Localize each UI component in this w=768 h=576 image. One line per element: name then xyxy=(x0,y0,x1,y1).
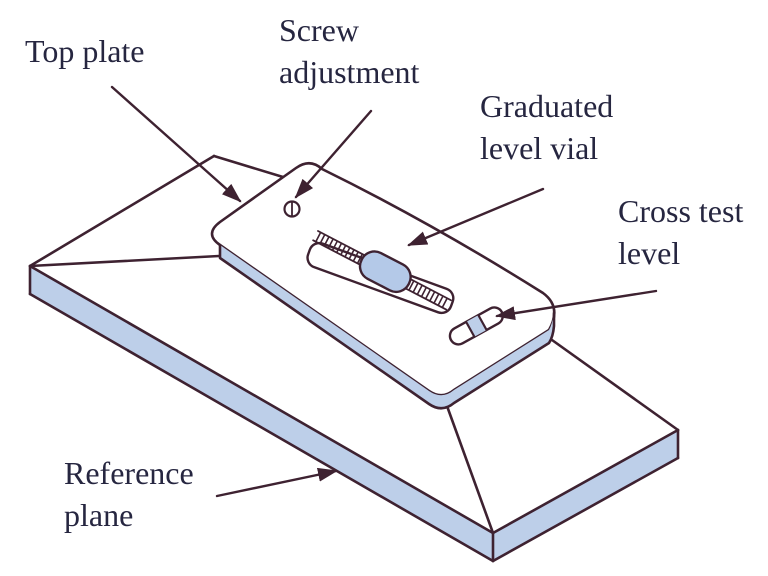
leader-arrows xyxy=(110,85,658,498)
graduated-level-vial-assembly xyxy=(306,230,455,315)
reference-plane-base xyxy=(28,154,680,563)
arrow-graduated-level-vial xyxy=(407,187,545,247)
cross-test-level-vial xyxy=(448,306,504,346)
vial-graduations-left xyxy=(315,232,364,264)
arrow-screw-adjustment xyxy=(294,109,373,199)
arrow-cross-test-level xyxy=(495,289,658,321)
label-cross-test-level: Cross test level xyxy=(618,193,744,271)
screw-adjustment-screw xyxy=(283,200,301,218)
label-graduated-level-vial: Graduated level vial xyxy=(480,88,614,166)
arrow-top-plate xyxy=(110,85,242,203)
vial-graduations-right xyxy=(408,280,448,308)
label-screw-adjustment: Screw adjustment xyxy=(279,12,420,90)
level-bubble xyxy=(358,250,412,294)
label-top-plate: Top plate xyxy=(25,33,145,69)
arrow-reference-plane xyxy=(215,467,338,498)
label-reference-plane: Reference plane xyxy=(64,455,194,533)
cross-level-bubble-cell xyxy=(466,315,487,337)
flared-body-edges xyxy=(28,254,680,535)
base-front-right-face xyxy=(493,430,678,561)
base-front-left-face xyxy=(30,266,493,561)
